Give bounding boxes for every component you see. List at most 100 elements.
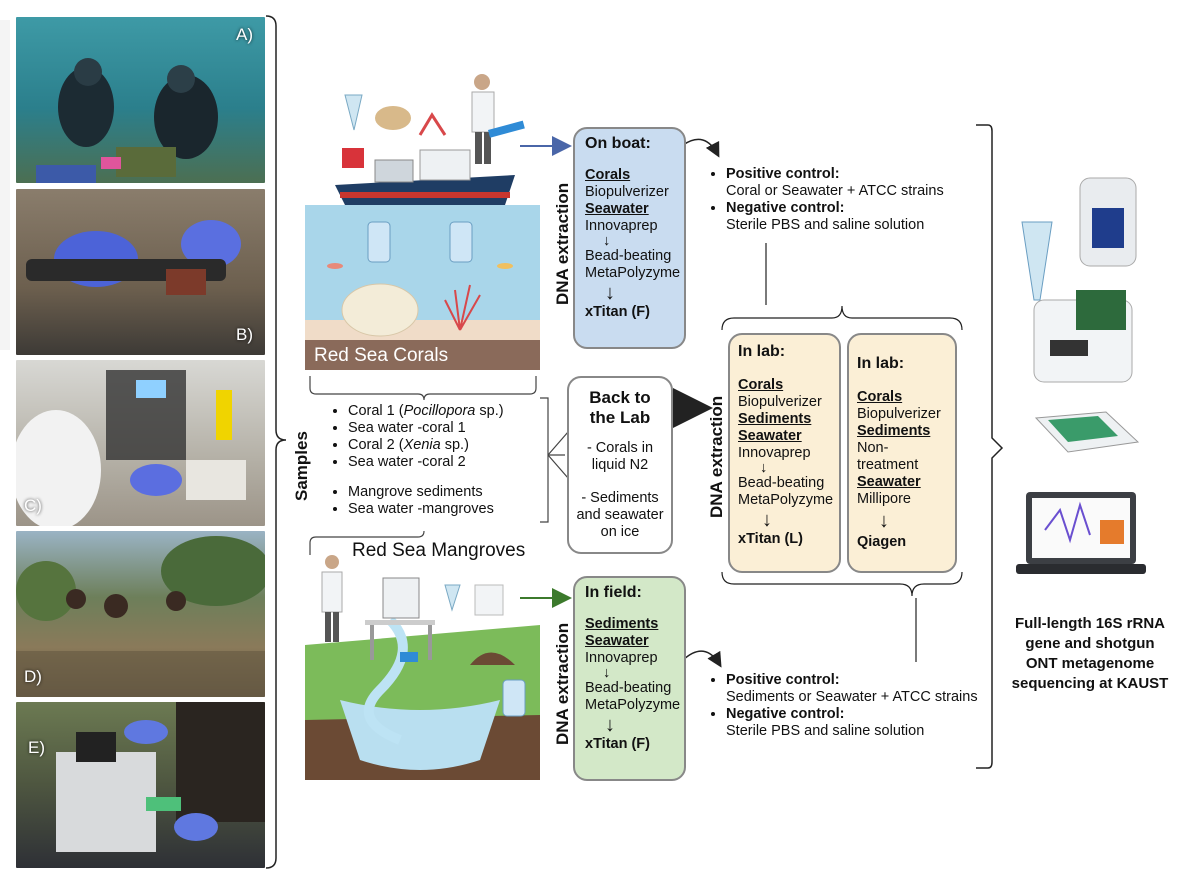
in-lab-box-2: In lab: Corals Biopulverizer Sediments N… (847, 333, 957, 573)
field-method: Innovaprep (585, 650, 658, 666)
arrow-down-icon: ↓ (603, 233, 611, 249)
photo-a-divers: A) (16, 17, 265, 183)
divers-illustration (36, 58, 218, 183)
lab1-method: Innovaprep (738, 445, 811, 461)
field-sediments-heading: Sediments (585, 616, 659, 632)
lab2-corals-heading: Corals (857, 389, 903, 405)
in-field-box: In field: Sediments Seawater Innovaprep … (573, 576, 686, 781)
negative-control-item: Negative control:Sterile PBS and saline … (726, 706, 1011, 740)
boat-result: xTitan (F) (585, 304, 650, 320)
research-vessel-illustration (330, 74, 525, 205)
field-step1: Bead-beating (585, 680, 672, 696)
samples-list-corals: Coral 1 (Pocillopora sp.) Sea water -cor… (330, 403, 563, 471)
lab2-seawater-method: Millipore (857, 491, 911, 507)
arrow-down-icon: ↓ (879, 510, 889, 532)
lab-boxes-bottom-brace (721, 571, 963, 597)
corals-scene-bracket (309, 376, 537, 401)
sample-item: Sea water -mangroves (348, 501, 563, 518)
sea-illustration (305, 205, 540, 370)
gloved-hands-illustration (26, 220, 241, 295)
samples-list-mangroves: Mangrove sediments Sea water -mangroves (330, 484, 563, 518)
lab2-title: In lab: (857, 355, 905, 372)
back-lab-line: - Corals in (586, 440, 654, 456)
photo-b-label: B) (236, 325, 253, 344)
lab1-corals-heading: Corals (738, 377, 784, 393)
positive-control-item: Positive control:Coral or Seawater + ATC… (726, 166, 996, 200)
lab2-seawater-heading: Seawater (857, 474, 921, 490)
sample-item: Coral 2 (Xenia sp.) (348, 437, 563, 454)
samples-heading: Samples (292, 431, 311, 501)
field-result: xTitan (F) (585, 736, 650, 752)
photo-e-field-filtration: E) (16, 702, 265, 868)
boat-seawater-method: Innovaprep (585, 218, 658, 234)
controls-top: Positive control:Coral or Seawater + ATC… (708, 166, 996, 234)
arrow-down-icon: ↓ (605, 282, 615, 304)
sample-item: Sea water -coral 2 (348, 454, 563, 471)
lab1-step1: Bead-beating (738, 475, 825, 491)
in-field-title: In field: (585, 584, 642, 601)
lab-bench-illustration (16, 370, 246, 526)
negative-control-item: Negative control:Sterile PBS and saline … (726, 200, 996, 234)
boat-step2: MetaPolyzyme (585, 265, 681, 281)
lab1-step2: MetaPolyzyme (738, 492, 834, 508)
lab-dna-extraction-label: DNA extraction (707, 395, 726, 518)
lab1-seawater-heading: Seawater (738, 428, 802, 444)
back-lab-line: on ice (600, 524, 640, 540)
samples-bracket (540, 397, 565, 523)
controls-bottom: Positive control:Sediments or Seawater +… (708, 672, 1011, 740)
mangroves-scene-label: Red Sea Mangroves (352, 540, 526, 561)
mangroves-scene-bracket (309, 530, 425, 555)
back-to-lab-box: Back to the Lab - Corals in liquid N2 - … (567, 376, 673, 554)
photo-d-mangroves: D) (16, 531, 265, 697)
sample-item: Coral 1 (Pocillopora sp.) (348, 403, 563, 420)
in-lab-box-1: In lab: Corals Biopulverizer Sediments S… (728, 333, 841, 573)
sequencing-bracket (976, 124, 1004, 769)
boat-seawater-heading: Seawater (585, 201, 649, 217)
back-lab-line: liquid N2 (591, 457, 649, 473)
positive-control-item: Positive control:Sediments or Seawater +… (726, 672, 1011, 706)
boat-corals-method: Biopulverizer (585, 184, 669, 200)
sample-item: Sea water -coral 1 (348, 420, 563, 437)
photo-e-label: E) (28, 738, 45, 757)
mangrove-field-illustration (16, 536, 265, 697)
filtration-device-illustration (56, 702, 265, 852)
corals-scene-label: Red Sea Corals (314, 345, 449, 366)
photo-a-label: A) (236, 25, 253, 44)
back-lab-line: and seawater (576, 507, 664, 523)
boat-dna-extraction-label: DNA extraction (553, 182, 572, 305)
mangrove-field-scene-illustration (305, 555, 540, 780)
lab1-result: xTitan (L) (738, 531, 803, 547)
lab2-corals-method: Biopulverizer (857, 406, 941, 422)
cropped-page-edge (0, 20, 10, 350)
arrow-down-icon: ↓ (605, 714, 615, 736)
sequencing-equipment-illustration (1016, 177, 1146, 574)
lab2-result: Qiagen (857, 534, 907, 550)
boat-controls-arrow (682, 138, 720, 158)
field-dna-extraction-label: DNA extraction (553, 622, 572, 745)
lab1-corals-method: Biopulverizer (738, 394, 822, 410)
sequencing-text: Full-length 16S rRNA gene and shotgun ON… (1011, 615, 1169, 692)
arrow-down-icon: ↓ (762, 509, 772, 531)
photo-b-sampling-tool: B) (16, 189, 265, 355)
boat-step1: Bead-beating (585, 248, 672, 264)
lab1-sediments-heading: Sediments (738, 411, 812, 427)
boat-corals-heading: Corals (585, 167, 631, 183)
photo-c-label: C) (24, 496, 42, 515)
lab-boxes-top-brace (721, 305, 963, 331)
photos-bracket (265, 15, 287, 869)
lab2-sediments-heading: Sediments (857, 423, 931, 439)
lab2-sediments-method: Non-treatment (857, 440, 919, 473)
field-controls-arrow (682, 650, 722, 668)
arrow-down-icon: ↓ (760, 460, 768, 476)
photo-d-label: D) (24, 667, 42, 686)
field-step2: MetaPolyzyme (585, 697, 681, 713)
arrow-down-icon: ↓ (603, 665, 611, 681)
on-boat-box: On boat: Corals Biopulverizer Seawater I… (573, 127, 686, 349)
photo-c-lab-equipment: C) (16, 360, 265, 526)
lab1-title: In lab: (738, 343, 786, 360)
sample-item: Mangrove sediments (348, 484, 563, 501)
on-boat-title: On boat: (585, 135, 651, 152)
field-seawater-heading: Seawater (585, 633, 649, 649)
back-to-lab-title: Back to the Lab (589, 388, 651, 427)
